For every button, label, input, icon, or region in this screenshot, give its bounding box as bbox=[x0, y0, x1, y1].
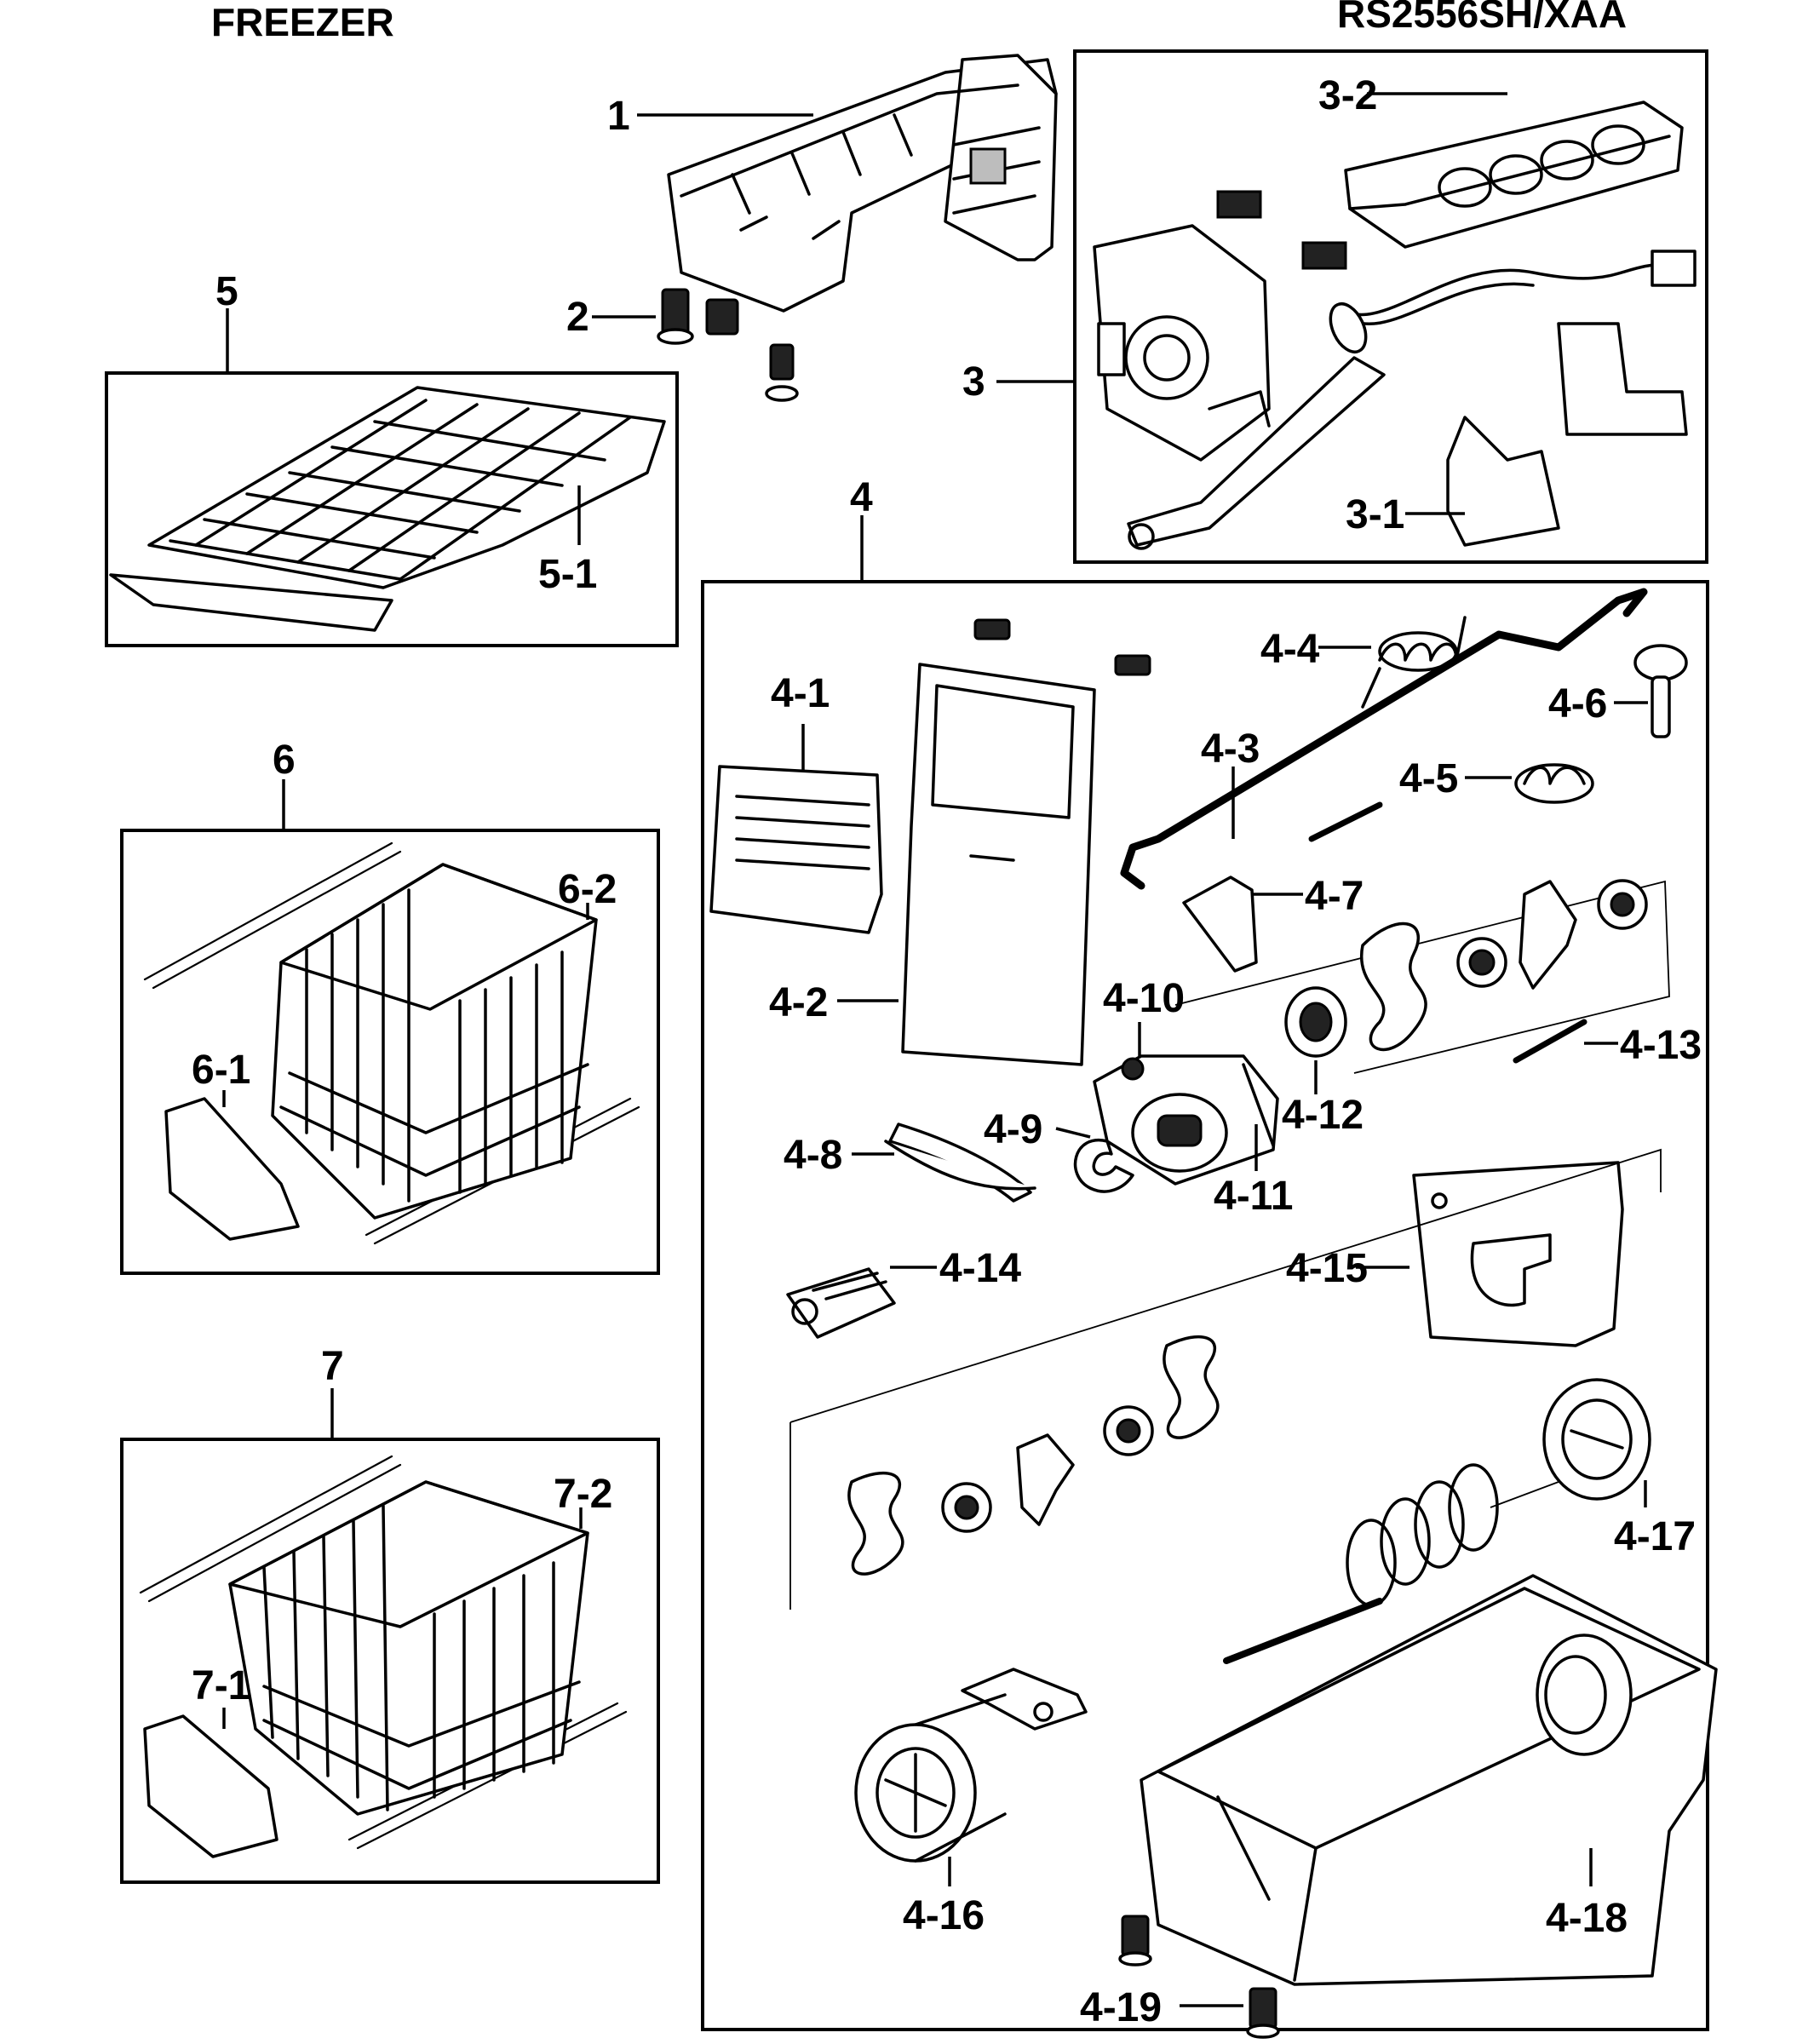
section-label: FREEZER bbox=[211, 0, 394, 44]
label-4-19: 4-19 bbox=[1080, 1985, 1162, 2030]
spring-4-4 bbox=[1361, 616, 1467, 709]
basket-handle-7 bbox=[143, 1714, 278, 1858]
coupling-4-17 bbox=[1542, 1378, 1651, 1501]
label-4-5: 4-5 bbox=[1399, 756, 1458, 801]
screws-top bbox=[973, 618, 1151, 676]
basket-handle-6 bbox=[164, 1097, 300, 1241]
label-3: 3 bbox=[962, 359, 985, 405]
lever-4-7 bbox=[1182, 876, 1258, 973]
label-4-3: 4-3 bbox=[1201, 726, 1260, 772]
label-5: 5 bbox=[215, 269, 238, 314]
label-4-14: 4-14 bbox=[939, 1246, 1021, 1291]
ice-tray bbox=[1344, 100, 1684, 249]
dispenser-grille bbox=[709, 765, 883, 934]
wire-harness bbox=[1329, 250, 1697, 353]
label-4: 4 bbox=[850, 475, 873, 520]
clip-4-9 bbox=[1073, 1138, 1134, 1193]
label-4-4: 4-4 bbox=[1260, 627, 1320, 672]
label-4-16: 4-16 bbox=[903, 1893, 985, 1938]
label-4-7: 4-7 bbox=[1305, 874, 1364, 919]
spring-4-5 bbox=[1514, 763, 1594, 804]
label-5-1: 5-1 bbox=[538, 552, 597, 597]
label-6: 6 bbox=[273, 738, 296, 783]
shelf-box bbox=[105, 371, 679, 647]
connector-clips bbox=[1216, 190, 1347, 270]
screws-bottom bbox=[1118, 1915, 1280, 2039]
label-4-10: 4-10 bbox=[1103, 976, 1185, 1021]
motor-cam bbox=[1093, 1054, 1279, 1186]
wire-shelf bbox=[147, 386, 666, 589]
label-4-17: 4-17 bbox=[1614, 1514, 1696, 1559]
auger-rod bbox=[1120, 588, 1648, 890]
ice-bucket bbox=[1140, 1574, 1718, 1986]
label-4-8: 4-8 bbox=[784, 1133, 842, 1178]
label-4-2: 4-2 bbox=[769, 980, 828, 1025]
bushing-4-12 bbox=[1284, 986, 1347, 1058]
label-6-1: 6-1 bbox=[192, 1048, 250, 1093]
basket-box-6 bbox=[120, 829, 660, 1275]
coupler-4-16 bbox=[854, 1668, 1088, 1863]
label-3-2: 3-2 bbox=[1318, 73, 1377, 118]
label-7-2: 7-2 bbox=[554, 1472, 612, 1517]
label-3-1: 3-1 bbox=[1346, 492, 1404, 537]
screw-and-clip bbox=[657, 288, 799, 402]
clip-4-14 bbox=[786, 1267, 896, 1339]
label-4-12: 4-12 bbox=[1282, 1093, 1364, 1138]
label-4-18: 4-18 bbox=[1546, 1896, 1628, 1941]
lower-cam-stack bbox=[789, 1148, 1662, 1610]
label-4-1: 4-1 bbox=[771, 671, 830, 716]
basket-box-7 bbox=[120, 1438, 660, 1884]
label-1: 1 bbox=[607, 94, 630, 139]
label-4-11: 4-11 bbox=[1214, 1174, 1293, 1219]
auger-spiral bbox=[1223, 1463, 1559, 1664]
label-4-9: 4-9 bbox=[984, 1107, 1042, 1152]
dispenser-chute bbox=[901, 663, 1096, 1066]
label-4-13: 4-13 bbox=[1620, 1023, 1702, 1068]
label-7: 7 bbox=[321, 1344, 344, 1389]
label-4-15: 4-15 bbox=[1286, 1246, 1368, 1291]
feeler-arm bbox=[1127, 356, 1386, 550]
model-number: RS2556SH/XAA bbox=[1337, 0, 1627, 36]
control-box bbox=[1093, 224, 1271, 462]
ice-maker-housing bbox=[667, 54, 1058, 313]
label-7-1: 7-1 bbox=[192, 1663, 250, 1708]
label-4-6: 4-6 bbox=[1548, 681, 1607, 726]
cover-pieces bbox=[1446, 322, 1688, 547]
arc-4-8 bbox=[884, 1122, 1036, 1203]
upper-cam-stack bbox=[1174, 879, 1670, 1074]
rod-4-13 bbox=[1308, 801, 1587, 1064]
label-6-2: 6-2 bbox=[558, 867, 617, 912]
pin-4-6 bbox=[1633, 644, 1688, 738]
wire-basket-7 bbox=[228, 1480, 589, 1816]
wire-basket-6 bbox=[271, 863, 598, 1220]
label-2: 2 bbox=[566, 295, 589, 340]
ice-maker-assembly-box bbox=[1073, 49, 1708, 564]
ice-bucket-assembly-box bbox=[701, 580, 1709, 2031]
shelf-trim bbox=[109, 573, 393, 632]
mounting-plate bbox=[1412, 1161, 1624, 1347]
